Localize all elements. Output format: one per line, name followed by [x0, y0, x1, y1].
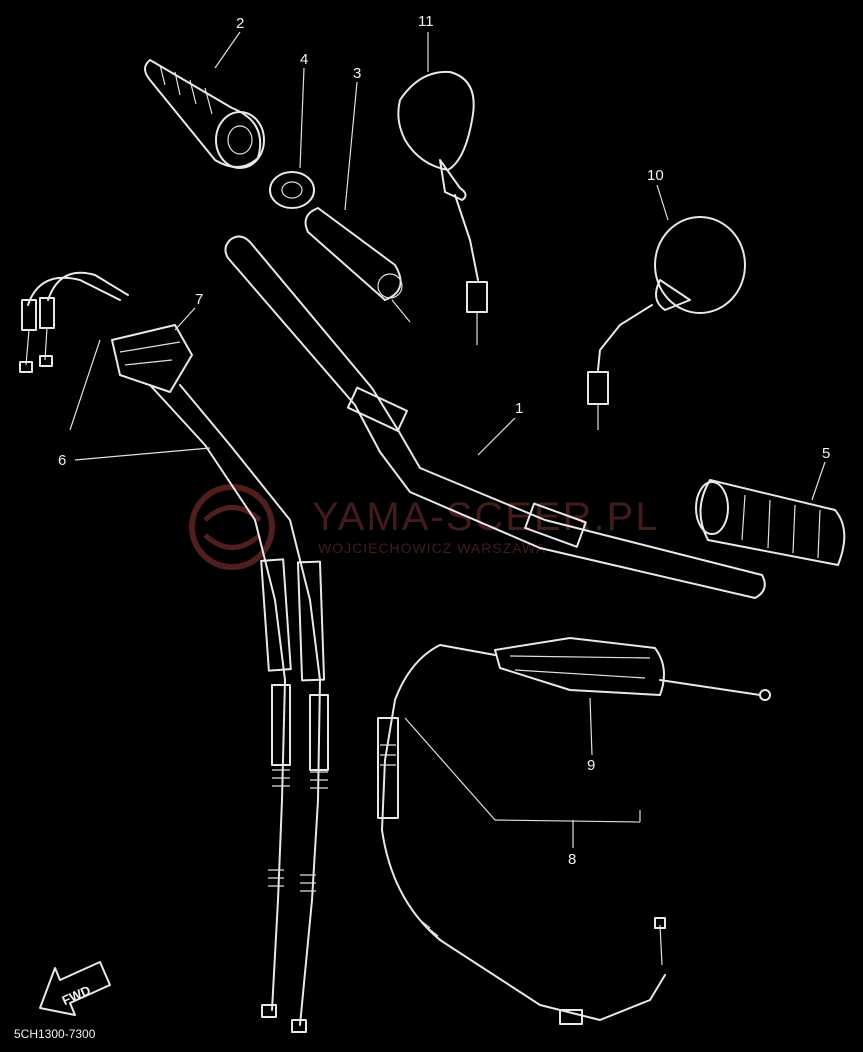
fwd-label: FWD: [60, 982, 93, 1008]
watermark-logo-icon: [189, 484, 275, 570]
watermark-subtitle: WOJCIECHOWICZ WARSZAWA: [318, 540, 546, 556]
callout-10: 10: [647, 167, 664, 184]
part-throttle-cables: [149, 384, 329, 1033]
callout-2: 2: [236, 15, 244, 32]
part-mirror-left: [587, 216, 746, 430]
leader-lines: [69, 31, 826, 848]
callout-4: 4: [300, 51, 308, 68]
part-grip-right: [695, 479, 846, 566]
callout-11: 11: [418, 13, 434, 30]
callout-3: 3: [353, 65, 361, 82]
callout-7: 7: [195, 291, 203, 308]
callout-5: 5: [822, 445, 830, 462]
part-mirror-right: [397, 70, 488, 345]
part-lever-housing: [494, 637, 771, 701]
part-collar-ring: [269, 171, 315, 209]
part-cable-junction: [19, 271, 193, 393]
callout-6: 6: [58, 452, 66, 469]
callout-1: 1: [515, 400, 523, 417]
part-handlebar: [224, 235, 766, 599]
callout-9: 9: [587, 757, 595, 774]
diagram-code: 5CH1300-7300: [14, 1027, 96, 1041]
fwd-arrow-icon: FWD: [39, 961, 111, 1016]
callout-8: 8: [568, 851, 576, 868]
part-throttle-tube: [304, 207, 411, 323]
part-cable-long: [377, 644, 666, 1025]
watermark: YAMA-SCEER.PL WOJCIECHOWICZ WARSZAWA: [189, 484, 660, 570]
part-grip-left: [144, 59, 265, 169]
watermark-title: YAMA-SCEER.PL: [312, 495, 660, 539]
